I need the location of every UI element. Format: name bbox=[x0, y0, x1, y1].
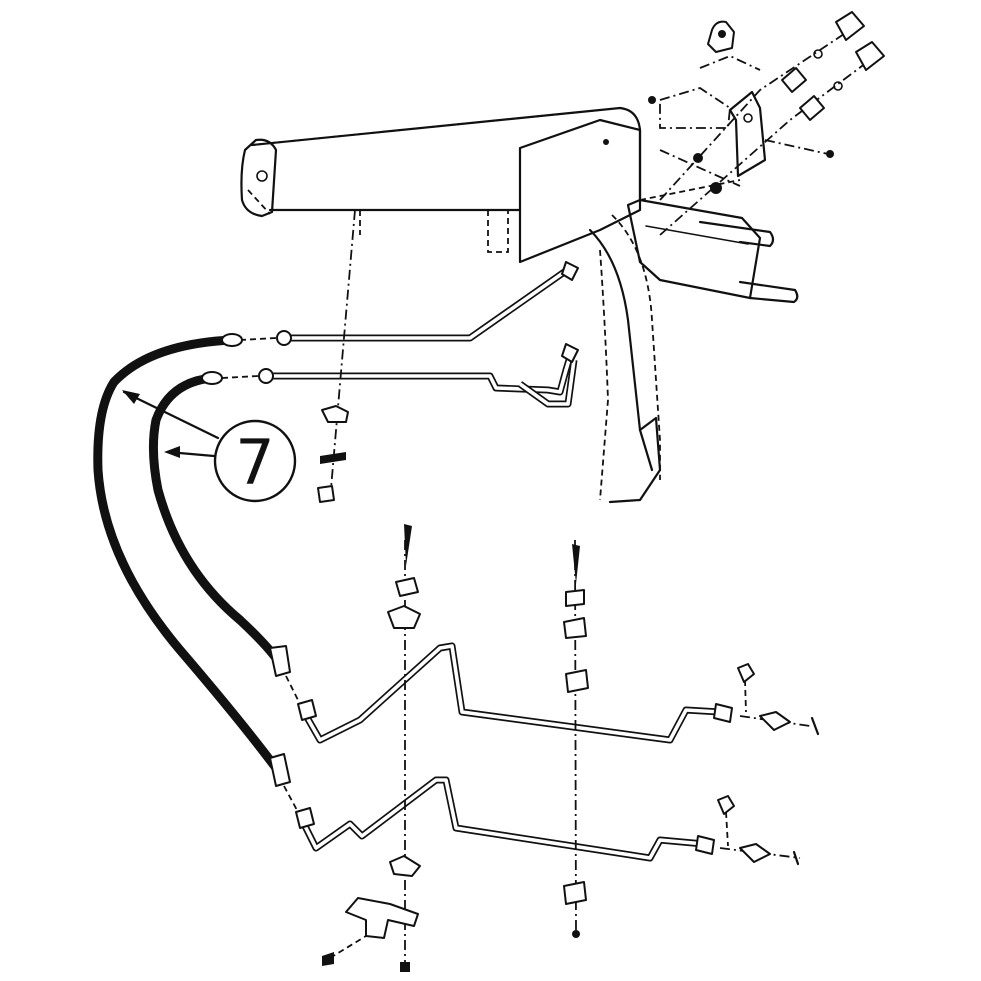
bottom-bracket bbox=[322, 897, 419, 966]
callout-number: 7 bbox=[235, 426, 274, 499]
callout-7: 7 bbox=[122, 390, 297, 503]
lower-brake-lines bbox=[283, 642, 733, 862]
callout-circle bbox=[213, 419, 297, 503]
frame-assembly bbox=[240, 20, 834, 504]
upper-clip-stack bbox=[317, 209, 356, 503]
upper-fittings bbox=[659, 11, 885, 236]
lower-clip-stacks bbox=[387, 524, 589, 972]
upper-brake-lines bbox=[221, 261, 579, 408]
lower-right-fittings bbox=[717, 663, 820, 866]
flex-hoses bbox=[93, 333, 291, 787]
